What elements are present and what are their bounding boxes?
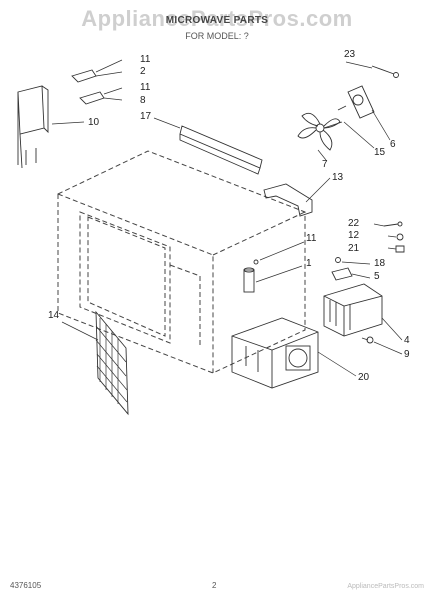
- callout-11-a: 11: [140, 54, 151, 65]
- part-13-bracket: [263, 183, 313, 217]
- callout-4: 4: [404, 335, 410, 346]
- page-title: MICROWAVE PARTS: [165, 15, 269, 26]
- callout-17: 17: [140, 111, 152, 122]
- part-4-transformer: [323, 283, 383, 337]
- cabinet-outline: [57, 150, 306, 374]
- small-hardware-top-left: [71, 59, 123, 105]
- callout-8: 8: [140, 95, 146, 106]
- part-23-screw: [371, 65, 399, 78]
- leader-lines: [51, 61, 403, 377]
- callout-6: 6: [390, 139, 396, 150]
- callout-12: 12: [348, 230, 360, 241]
- screws-22-12-21: [383, 221, 405, 253]
- part-9-screw: [361, 336, 374, 344]
- callout-1: 1: [306, 258, 312, 269]
- watermark-text: AppliancePartsPros.com: [81, 6, 353, 31]
- document-number: 4376105: [10, 581, 42, 590]
- callout-15: 15: [374, 147, 386, 158]
- footer-watermark: AppliancePartsPros.com: [347, 583, 424, 590]
- part-17-rail: [179, 125, 263, 175]
- callout-21: 21: [348, 243, 360, 254]
- callout-11-b: 11: [140, 82, 151, 93]
- callout-22: 22: [348, 218, 360, 229]
- callout-9: 9: [404, 349, 410, 360]
- part-14-grille: [95, 310, 129, 416]
- model-subtitle: FOR MODEL: ?: [185, 31, 249, 41]
- callout-14: 14: [48, 310, 60, 321]
- callout-7: 7: [322, 159, 328, 170]
- page-number: 2: [212, 581, 217, 590]
- callout-10: 10: [88, 117, 100, 128]
- callout-11-c: 11: [306, 233, 317, 244]
- callout-20: 20: [358, 372, 370, 383]
- callout-13: 13: [332, 172, 344, 183]
- callout-23: 23: [344, 49, 356, 60]
- part-6-motor-bracket: [337, 85, 375, 119]
- callout-5: 5: [374, 271, 380, 282]
- callout-2: 2: [140, 66, 146, 77]
- part-10-bracket: [17, 85, 49, 169]
- part-7-fan-blade: [297, 112, 343, 151]
- callout-18: 18: [374, 258, 386, 269]
- part-1-component: [243, 259, 259, 293]
- parts-18-5: [331, 257, 353, 281]
- part-20-housing: [231, 317, 319, 389]
